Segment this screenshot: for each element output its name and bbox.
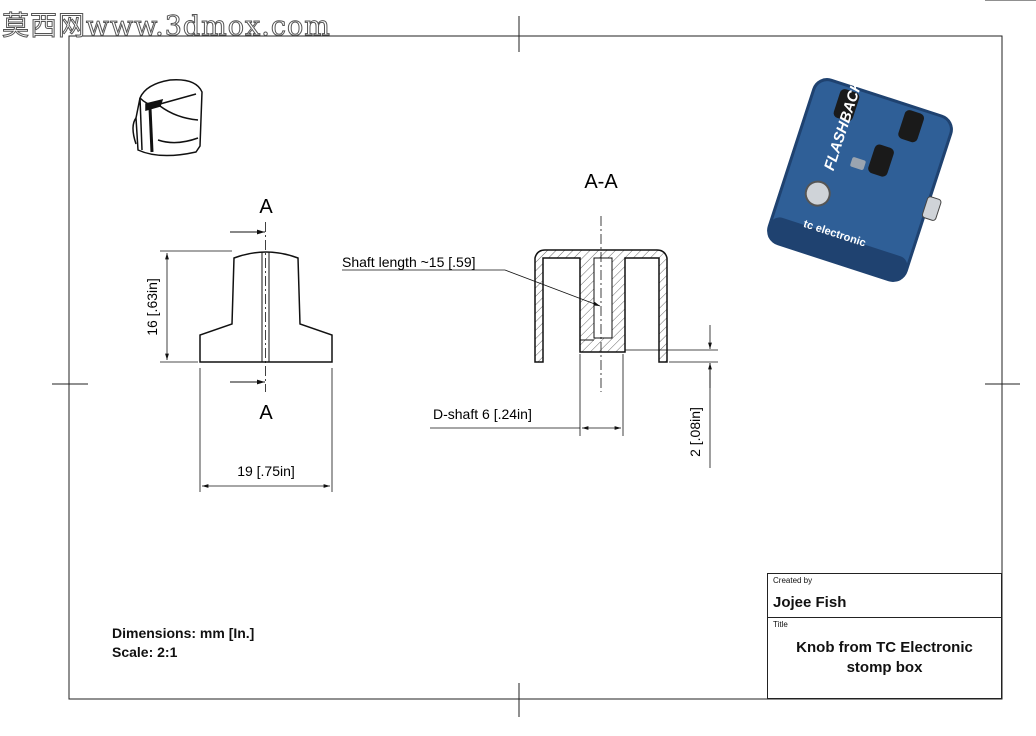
scale-note: Scale: 2:1 (112, 644, 178, 660)
knob-3d-view (132, 79, 203, 157)
front-view: A A 16 [.63in] 19 [.75in] (144, 196, 333, 492)
sheet-border (68, 35, 1003, 700)
title-block-creator-row: Created by Jojee Fish (768, 574, 1001, 618)
created-by-label: Created by (773, 576, 813, 585)
title-block-title-row: Title Knob from TC Electronic stomp box (768, 618, 1001, 698)
width-dimension (199, 368, 333, 492)
section-title: A-A (584, 171, 618, 193)
front-view-outline (199, 251, 333, 363)
title-block: Created by Jojee Fish Title Knob from TC… (767, 573, 1002, 699)
d-shaft-dimension (430, 354, 624, 436)
title-label: Title (773, 620, 788, 629)
drawing-title-line1: Knob from TC Electronic (796, 639, 973, 656)
width-dimension-label: 19 [.75in] (237, 463, 295, 479)
center-marks (52, 0, 1036, 717)
depth-label: 2 [.08in] (687, 407, 703, 457)
section-view: A-A Shaft length ~15 [.59] D-shaft 6 [.2… (342, 171, 718, 468)
drawing-title-line2: stomp box (846, 659, 923, 676)
d-shaft-label: D-shaft 6 [.24in] (433, 406, 532, 422)
depth-dimension (625, 325, 718, 468)
watermark: 莫西网www.3dmox.com (2, 11, 331, 43)
height-dimension (160, 250, 232, 363)
units-note: Dimensions: mm [In.] (112, 625, 255, 641)
drawing-title: Knob from TC Electronic stomp box (768, 638, 1001, 678)
created-by-name: Jojee Fish (773, 594, 847, 611)
section-label-top: A (259, 196, 273, 218)
section-label-bottom: A (259, 402, 273, 424)
drawing-notes: Dimensions: mm [In.] Scale: 2:1 (112, 624, 254, 662)
shaft-length-label: Shaft length ~15 [.59] (342, 254, 476, 270)
pedal-image: FLASHBACK tc electronic (767, 77, 953, 282)
height-dimension-label: 16 [.63in] (144, 278, 160, 336)
